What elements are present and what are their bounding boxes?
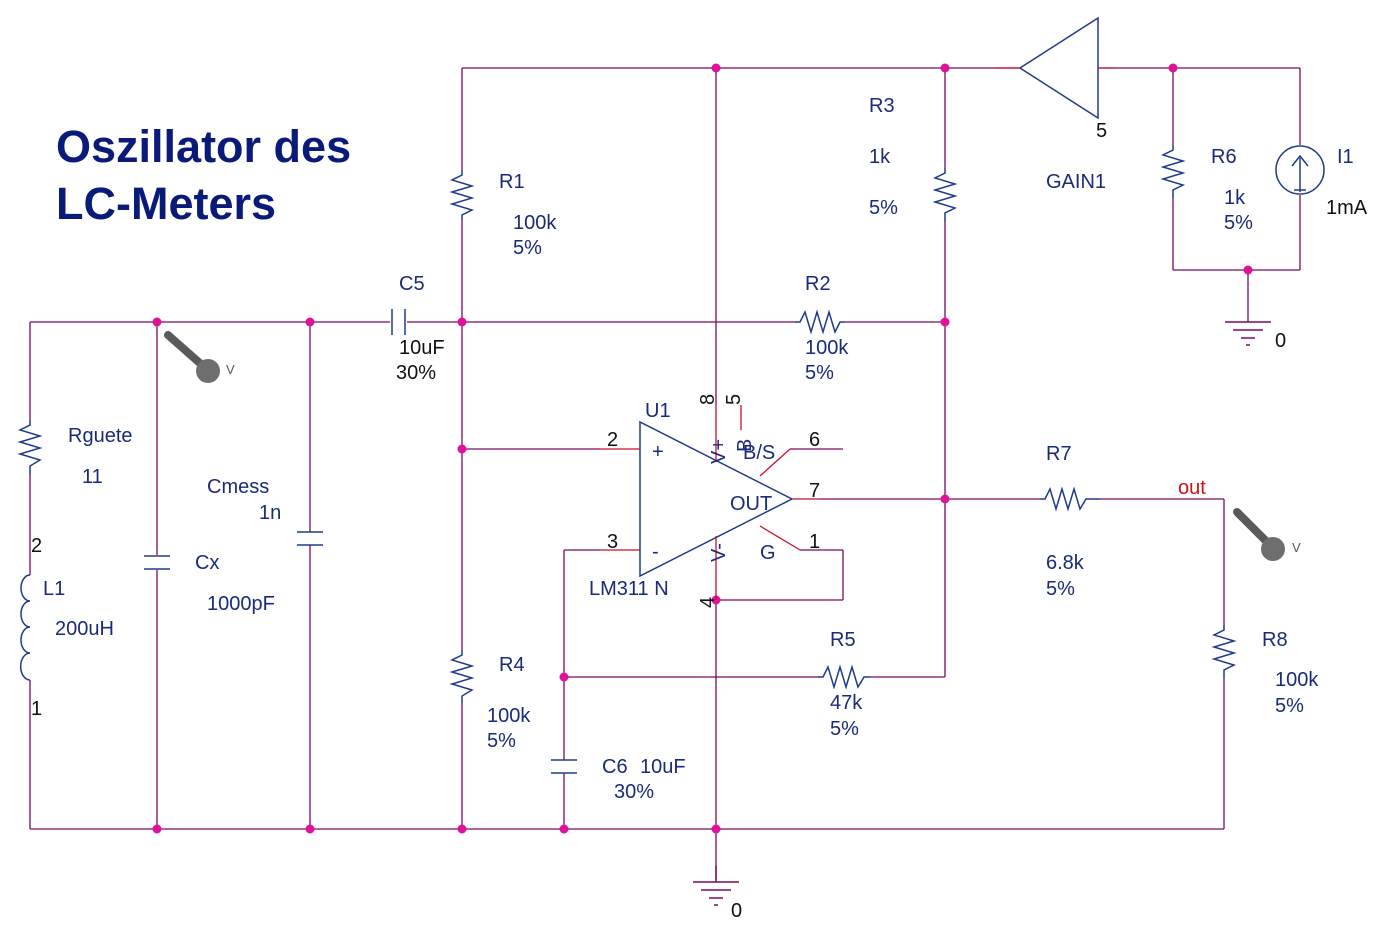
wires: [29, 67, 1301, 880]
gain1-ref: GAIN1: [1046, 171, 1106, 193]
gain-block-gain1: [995, 16, 1115, 120]
cmess-ref: Cmess: [207, 476, 269, 498]
probe-1-label: V: [226, 362, 235, 377]
u1-minus-sign: -: [652, 541, 659, 563]
r1-tol: 5%: [513, 237, 542, 259]
capacitor-cx: [144, 555, 170, 570]
r4-value: 100k: [487, 705, 531, 727]
i1-ref: I1: [1337, 146, 1354, 168]
u1-pin-3: 3: [607, 531, 618, 553]
resistor-r4: [449, 650, 475, 703]
r4-ref: R4: [499, 654, 525, 676]
u1-g-label: G: [760, 542, 776, 564]
u1-plus-sign: +: [652, 441, 664, 463]
r2-value: 100k: [805, 337, 849, 359]
ground-symbol-right: [1225, 321, 1271, 346]
probe-2-label: V: [1292, 540, 1301, 555]
r8-tol: 5%: [1275, 695, 1304, 717]
c5-value: 10uF: [399, 337, 445, 359]
cx-value: 1000pF: [207, 593, 275, 615]
r3-tol: 5%: [869, 197, 898, 219]
l1-pin-2: 2: [31, 535, 42, 557]
c5-tol: 30%: [396, 362, 436, 384]
inductor-l1: [19, 574, 31, 681]
voltage-probe-2[interactable]: V: [1233, 508, 1301, 561]
capacitor-cmess: [297, 531, 323, 546]
u1-vminus-label: V-: [708, 543, 730, 562]
l1-pin-1: 1: [31, 698, 42, 720]
cmess-value: 1n: [259, 502, 281, 524]
resistor-r3: [932, 168, 958, 222]
u1-pin-2: 2: [607, 429, 618, 451]
r6-value: 1k: [1224, 187, 1246, 209]
c5-ref: C5: [399, 273, 425, 295]
r7-ref: R7: [1046, 443, 1072, 465]
current-source-i1: [1275, 145, 1325, 195]
ground-main-label: 0: [731, 900, 742, 922]
title-line-1: Oszillator des: [56, 121, 351, 172]
u1-pin-8: 8: [697, 394, 719, 405]
u1-pin-7: 7: [809, 480, 820, 502]
resistor-r7: [1040, 486, 1100, 512]
c6-tol: 30%: [614, 781, 654, 803]
r8-ref: R8: [1262, 629, 1288, 651]
r7-tol: 5%: [1046, 578, 1075, 600]
u1-vplus-label: V+: [708, 439, 730, 464]
r6-tol: 5%: [1224, 212, 1253, 234]
r4-tol: 5%: [487, 730, 516, 752]
r3-value: 1k: [869, 146, 891, 168]
l1-ref: L1: [43, 578, 65, 600]
r2-tol: 5%: [805, 362, 834, 384]
u1-pin-1: 1: [809, 531, 820, 553]
resistor-r1: [449, 170, 475, 220]
u1-bs-label: B/S: [743, 442, 775, 464]
resistor-r6: [1160, 145, 1186, 198]
r7-value: 6.8k: [1046, 552, 1085, 574]
r5-value: 47k: [830, 692, 863, 714]
r2-ref: R2: [805, 273, 831, 295]
r3-ref: R3: [869, 95, 895, 117]
capacitor-c6: [551, 759, 577, 774]
u1-pin-4: 4: [697, 597, 719, 608]
u1-out-label: OUT: [730, 493, 772, 515]
i1-value: 1mA: [1326, 197, 1368, 219]
c6-value: 10uF: [640, 756, 686, 778]
rguete-value: 11: [82, 466, 103, 488]
r5-tol: 5%: [830, 718, 859, 740]
l1-value: 200uH: [55, 618, 114, 640]
u1-ref: U1: [645, 400, 671, 422]
rguete-ref: Rguete: [68, 425, 133, 447]
resistor-r2: [795, 309, 845, 335]
r8-value: 100k: [1275, 669, 1319, 691]
r5-ref: R5: [830, 629, 856, 651]
title-line-2: LC-Meters: [56, 178, 276, 229]
r1-value: 100k: [513, 212, 557, 234]
resistor-rguete: [17, 420, 43, 475]
resistor-r8: [1211, 625, 1237, 678]
ground-symbol-main: [693, 866, 739, 906]
u1-pin-5: 5: [723, 394, 745, 405]
ground-right-label: 0: [1275, 330, 1286, 352]
junction-dots: [152, 63, 1253, 834]
u1-part: LM311 N: [589, 578, 669, 600]
r1-ref: R1: [499, 171, 525, 193]
capacitor-c5: [391, 309, 406, 335]
c6-ref: C6: [602, 756, 628, 778]
opamp-u1: [600, 405, 820, 600]
gain1-value: 5: [1096, 120, 1107, 142]
r6-ref: R6: [1211, 146, 1237, 168]
cx-ref: Cx: [195, 552, 219, 574]
u1-b-label: B: [734, 439, 756, 452]
voltage-probe-1[interactable]: V: [164, 331, 235, 383]
resistor-r5: [818, 664, 870, 690]
net-label-out: out: [1178, 477, 1206, 499]
u1-pin-6: 6: [809, 429, 820, 451]
